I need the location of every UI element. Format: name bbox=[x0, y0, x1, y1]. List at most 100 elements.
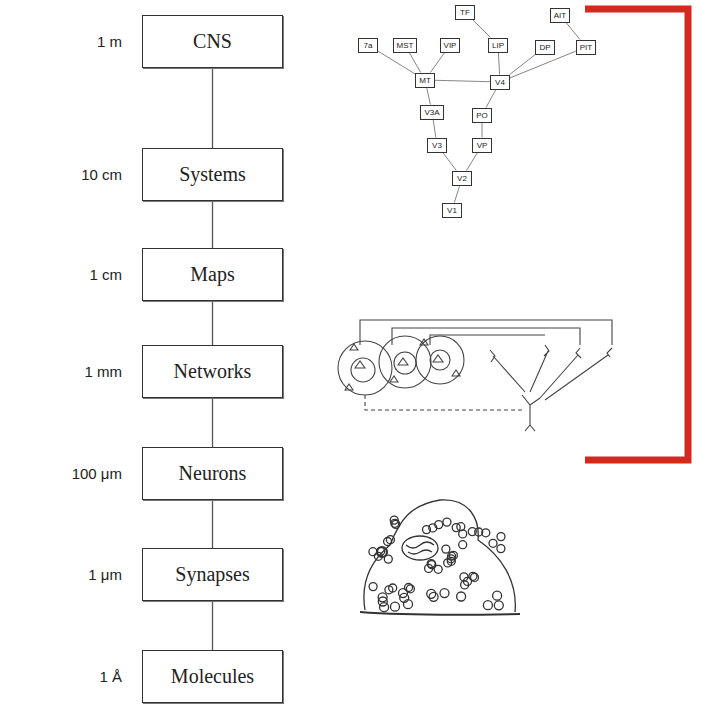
vesicle bbox=[429, 592, 438, 601]
area-box: V1 bbox=[442, 203, 462, 218]
area-name: V1 bbox=[447, 206, 457, 215]
level-name: Maps bbox=[190, 263, 234, 286]
area-name: V3A bbox=[424, 108, 439, 117]
level-box: Neurons bbox=[142, 447, 283, 500]
scale-label: 10 cm bbox=[81, 166, 122, 183]
vesicle bbox=[404, 600, 413, 609]
vesicle bbox=[385, 586, 393, 594]
vesicle bbox=[457, 592, 466, 601]
level-box: Maps bbox=[142, 248, 283, 301]
vesicle bbox=[452, 524, 460, 532]
area-name: DP bbox=[539, 43, 550, 52]
vesicle bbox=[391, 602, 400, 611]
connector bbox=[212, 601, 213, 650]
connector bbox=[212, 500, 213, 548]
connector bbox=[409, 53, 420, 73]
level-name: Networks bbox=[174, 360, 252, 383]
scale-label: 1 cm bbox=[89, 266, 122, 283]
vesicle bbox=[442, 545, 450, 553]
scale-label: 1 mm bbox=[85, 363, 123, 380]
area-box: MST bbox=[393, 38, 418, 53]
area-name: LIP bbox=[492, 41, 504, 50]
vesicle bbox=[374, 552, 382, 560]
vesicle bbox=[423, 526, 431, 534]
level-box: Molecules bbox=[142, 650, 283, 703]
vesicle bbox=[493, 591, 502, 600]
connector bbox=[486, 90, 496, 108]
area-box: V3A bbox=[420, 105, 443, 120]
area-box: AIT bbox=[550, 8, 570, 23]
vesicle bbox=[443, 518, 451, 526]
connector bbox=[467, 153, 478, 171]
area-box: V4 bbox=[490, 75, 510, 90]
area-box: DP bbox=[535, 40, 555, 55]
area-name: V2 bbox=[457, 174, 467, 183]
scale-label: 1 Å bbox=[99, 668, 122, 685]
scale-label: 100 μm bbox=[72, 465, 122, 482]
area-name: V4 bbox=[495, 78, 505, 87]
area-box: TF bbox=[455, 5, 475, 20]
vesicle bbox=[483, 601, 492, 610]
vesicle bbox=[369, 548, 377, 556]
vesicle bbox=[497, 533, 505, 541]
area-box: LIP bbox=[488, 38, 508, 53]
area-name: TF bbox=[460, 8, 470, 17]
vesicle bbox=[494, 601, 503, 610]
level-box: CNS bbox=[142, 15, 283, 68]
vesicle bbox=[459, 541, 467, 549]
area-name: VP bbox=[477, 141, 488, 150]
vesicle bbox=[377, 547, 385, 555]
connector bbox=[212, 301, 213, 345]
connector bbox=[430, 53, 444, 73]
level-box: Synapses bbox=[142, 548, 283, 601]
area-box: PO bbox=[472, 108, 492, 123]
connector bbox=[378, 51, 415, 74]
vesicle bbox=[440, 589, 449, 598]
connector bbox=[212, 68, 213, 148]
level-name: Neurons bbox=[179, 462, 247, 485]
vesicle bbox=[425, 564, 433, 572]
vesicle bbox=[435, 521, 443, 529]
level-name: CNS bbox=[193, 30, 232, 53]
vesicle bbox=[399, 589, 408, 598]
area-box: 7a bbox=[358, 38, 378, 53]
connector bbox=[433, 120, 436, 138]
area-box: PIT bbox=[576, 40, 596, 55]
area-box: V2 bbox=[452, 171, 472, 186]
level-box: Networks bbox=[142, 345, 283, 398]
vesicle bbox=[427, 560, 435, 568]
connector bbox=[472, 20, 490, 38]
vesicle bbox=[497, 545, 505, 553]
connector bbox=[510, 51, 576, 78]
vesicle bbox=[475, 528, 483, 536]
area-name: VIP bbox=[444, 41, 457, 50]
connector bbox=[443, 153, 457, 171]
area-name: MST bbox=[397, 41, 414, 50]
connector bbox=[435, 80, 490, 81]
level-name: Synapses bbox=[175, 563, 249, 586]
connector bbox=[427, 88, 431, 105]
vesicle bbox=[489, 539, 497, 547]
vesicle bbox=[390, 516, 398, 524]
connector bbox=[212, 398, 213, 447]
area-name: MT bbox=[419, 76, 431, 85]
vesicle bbox=[369, 583, 377, 591]
area-name: PIT bbox=[580, 43, 592, 52]
area-box: V3 bbox=[427, 138, 447, 153]
area-box: VIP bbox=[440, 38, 461, 53]
level-name: Systems bbox=[179, 163, 246, 186]
area-name: PO bbox=[476, 111, 488, 120]
vesicle bbox=[427, 589, 436, 598]
connector bbox=[510, 55, 536, 75]
vesicle bbox=[384, 555, 392, 563]
vesicle bbox=[459, 530, 467, 538]
vesicle bbox=[386, 536, 394, 544]
area-box: VP bbox=[472, 138, 492, 153]
vesicle bbox=[464, 577, 472, 585]
connector bbox=[482, 123, 483, 138]
area-name: V3 bbox=[432, 141, 442, 150]
network-illustration bbox=[338, 320, 612, 431]
area-box: MT bbox=[415, 73, 435, 88]
